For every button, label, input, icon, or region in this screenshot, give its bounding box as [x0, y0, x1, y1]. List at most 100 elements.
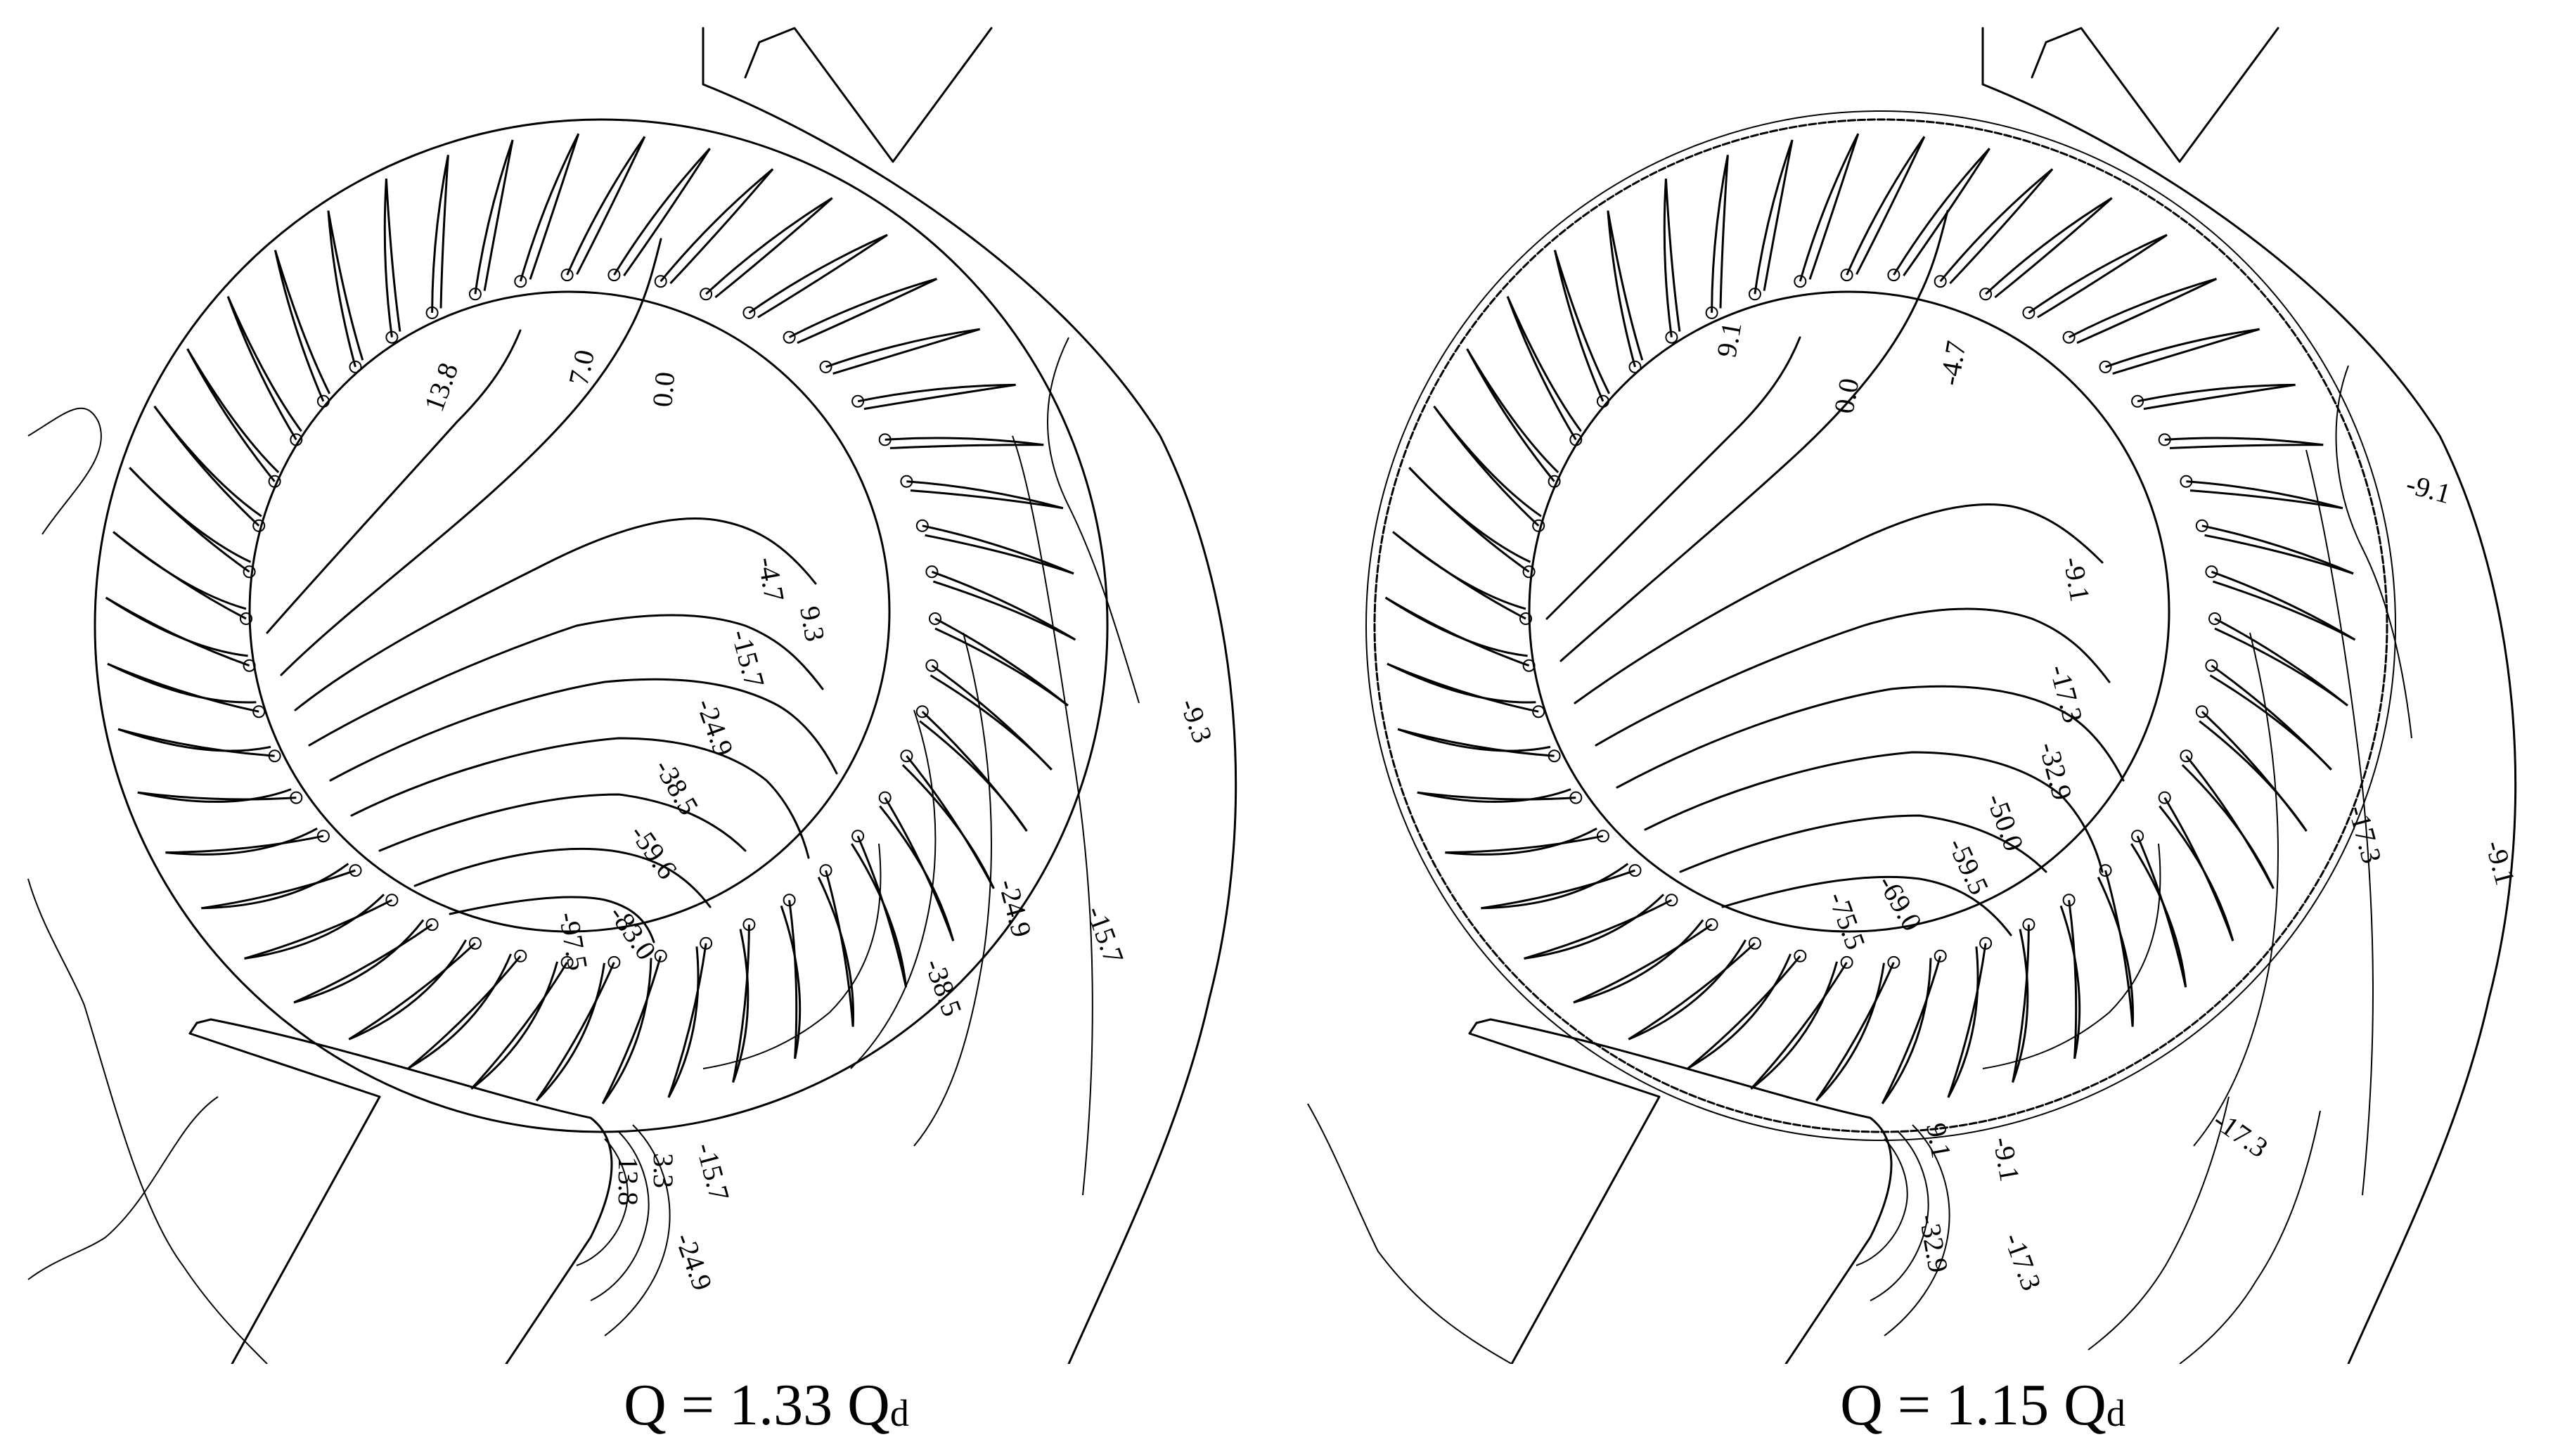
blade-tip: [2099, 864, 2112, 877]
impeller-blade: [931, 570, 1076, 641]
blade-tip: [2208, 612, 2221, 625]
impeller-blade-edge: [1481, 863, 1629, 910]
blade-tip: [252, 519, 266, 532]
caption-subscript: d: [889, 1392, 909, 1434]
impeller-blade-edge: [1750, 961, 1839, 1090]
tongue: [1475, 1018, 1893, 1364]
impeller-blade-edge: [1719, 155, 1729, 309]
impeller-blade-edge: [1506, 296, 1582, 432]
impeller-blade-edge: [112, 531, 247, 610]
impeller-inner-circle: [248, 290, 891, 933]
blade-tip: [2180, 475, 2193, 488]
impeller-blade: [2186, 480, 2343, 510]
impeller-blade: [1387, 662, 1539, 713]
impeller-blade: [601, 955, 662, 1104]
impeller-blade-edge: [780, 905, 802, 1059]
impeller-blade: [348, 942, 476, 1041]
impeller-blade-edge: [1855, 136, 1926, 275]
blade-tip: [1569, 433, 1583, 446]
impeller-blade: [2105, 328, 2260, 368]
contour-label: -83.0: [603, 899, 663, 965]
outlet-duct: [2031, 27, 2279, 163]
impeller-blade: [788, 900, 798, 1059]
impeller-blade: [566, 136, 646, 276]
impeller-blade-edge: [2059, 905, 2081, 1059]
impeller-blade-edge: [669, 168, 774, 285]
volute-outline: [702, 27, 1237, 1364]
impeller-blade: [2137, 383, 2296, 403]
impeller-blade: [407, 955, 522, 1069]
blade-tip: [851, 394, 865, 408]
impeller-blade: [732, 925, 750, 1083]
impeller-blade-edge: [105, 596, 248, 657]
impeller-blade-edge: [1384, 596, 1528, 657]
caption-text: Q = 1.15 Q: [1840, 1372, 2106, 1438]
impeller-blade-edge: [2159, 805, 2234, 941]
blade-tip: [700, 936, 713, 950]
contour-label: 7.0: [562, 347, 600, 388]
blade-tip: [2062, 330, 2076, 344]
impeller-blade-edge: [137, 788, 292, 803]
impeller-blade-edge: [1808, 133, 1860, 280]
impeller-blade-edge: [2199, 720, 2308, 832]
impeller-blade-edge: [2181, 764, 2275, 889]
blade-tip: [1794, 949, 1807, 962]
blade-tip: [2131, 830, 2144, 843]
impeller-blade: [383, 179, 393, 337]
impeller-blade-edge: [757, 233, 888, 318]
contour-label: 9.3: [794, 604, 831, 644]
impeller-blade-edge: [2189, 489, 2343, 510]
impeller-blade: [660, 168, 774, 283]
impeller-blade-edge: [601, 958, 652, 1104]
impeller-blade: [274, 250, 325, 402]
contour-label: -4.7: [752, 555, 790, 604]
blade-tip: [1665, 894, 1678, 907]
impeller-blade: [825, 328, 980, 368]
blade-tip: [2158, 791, 2171, 804]
contour-label: -38.5: [919, 955, 969, 1021]
impeller-blade-edge: [2037, 233, 2168, 318]
impeller-blade: [2136, 835, 2187, 988]
impeller-blade: [885, 437, 1044, 446]
blade-tip: [783, 894, 796, 907]
impeller-blade-edge: [1387, 662, 1536, 704]
caption-subscript: d: [2106, 1392, 2125, 1434]
blade-tip: [385, 894, 399, 907]
blade-tip: [925, 565, 939, 579]
impeller-blade: [1881, 955, 1942, 1104]
blade-tip: [742, 306, 756, 319]
impeller-blade-edge: [470, 961, 559, 1090]
impeller-blade: [1815, 962, 1895, 1102]
impeller-blade-edge: [1553, 250, 1611, 394]
panel-q115: 9.1 0.0 -4.7 -9.1 -17.3 -32.9 -50.0 -59.…: [1280, 0, 2559, 1456]
blade-tip: [878, 433, 892, 446]
impeller-blade-edge: [889, 444, 1044, 449]
contour-label: -17.3: [1998, 1229, 2048, 1295]
blade-tip: [1532, 519, 1545, 532]
blade-tip: [819, 360, 832, 373]
impeller-blade: [705, 197, 833, 295]
impeller-blade-edge: [1763, 139, 1794, 291]
impeller-blade: [1481, 869, 1635, 910]
blade-tip: [1840, 269, 1853, 282]
blade-tip: [915, 705, 929, 719]
impeller-blade-edge: [327, 210, 364, 361]
impeller-blade-edge: [1392, 531, 1526, 610]
blade-tip: [607, 269, 621, 282]
contour-label: -59.6: [624, 818, 684, 884]
blade-tip: [316, 830, 330, 843]
impeller-blade: [470, 962, 568, 1090]
impeller-blade: [2211, 570, 2356, 641]
blade-tip: [2062, 894, 2076, 907]
impeller-blade: [906, 480, 1064, 510]
impeller-blades: [1384, 133, 2356, 1104]
impeller-blade-edge: [2076, 278, 2218, 344]
blade-tip: [468, 936, 482, 950]
impeller-blade: [856, 835, 908, 988]
contour-label: -32.9: [1913, 1212, 1955, 1275]
impeller-blades: [105, 133, 1076, 1104]
blade-tip: [1532, 705, 1545, 719]
tongue-wall: [188, 1022, 381, 1364]
blade-tip: [268, 475, 281, 488]
impeller-blade-edge: [667, 946, 700, 1098]
